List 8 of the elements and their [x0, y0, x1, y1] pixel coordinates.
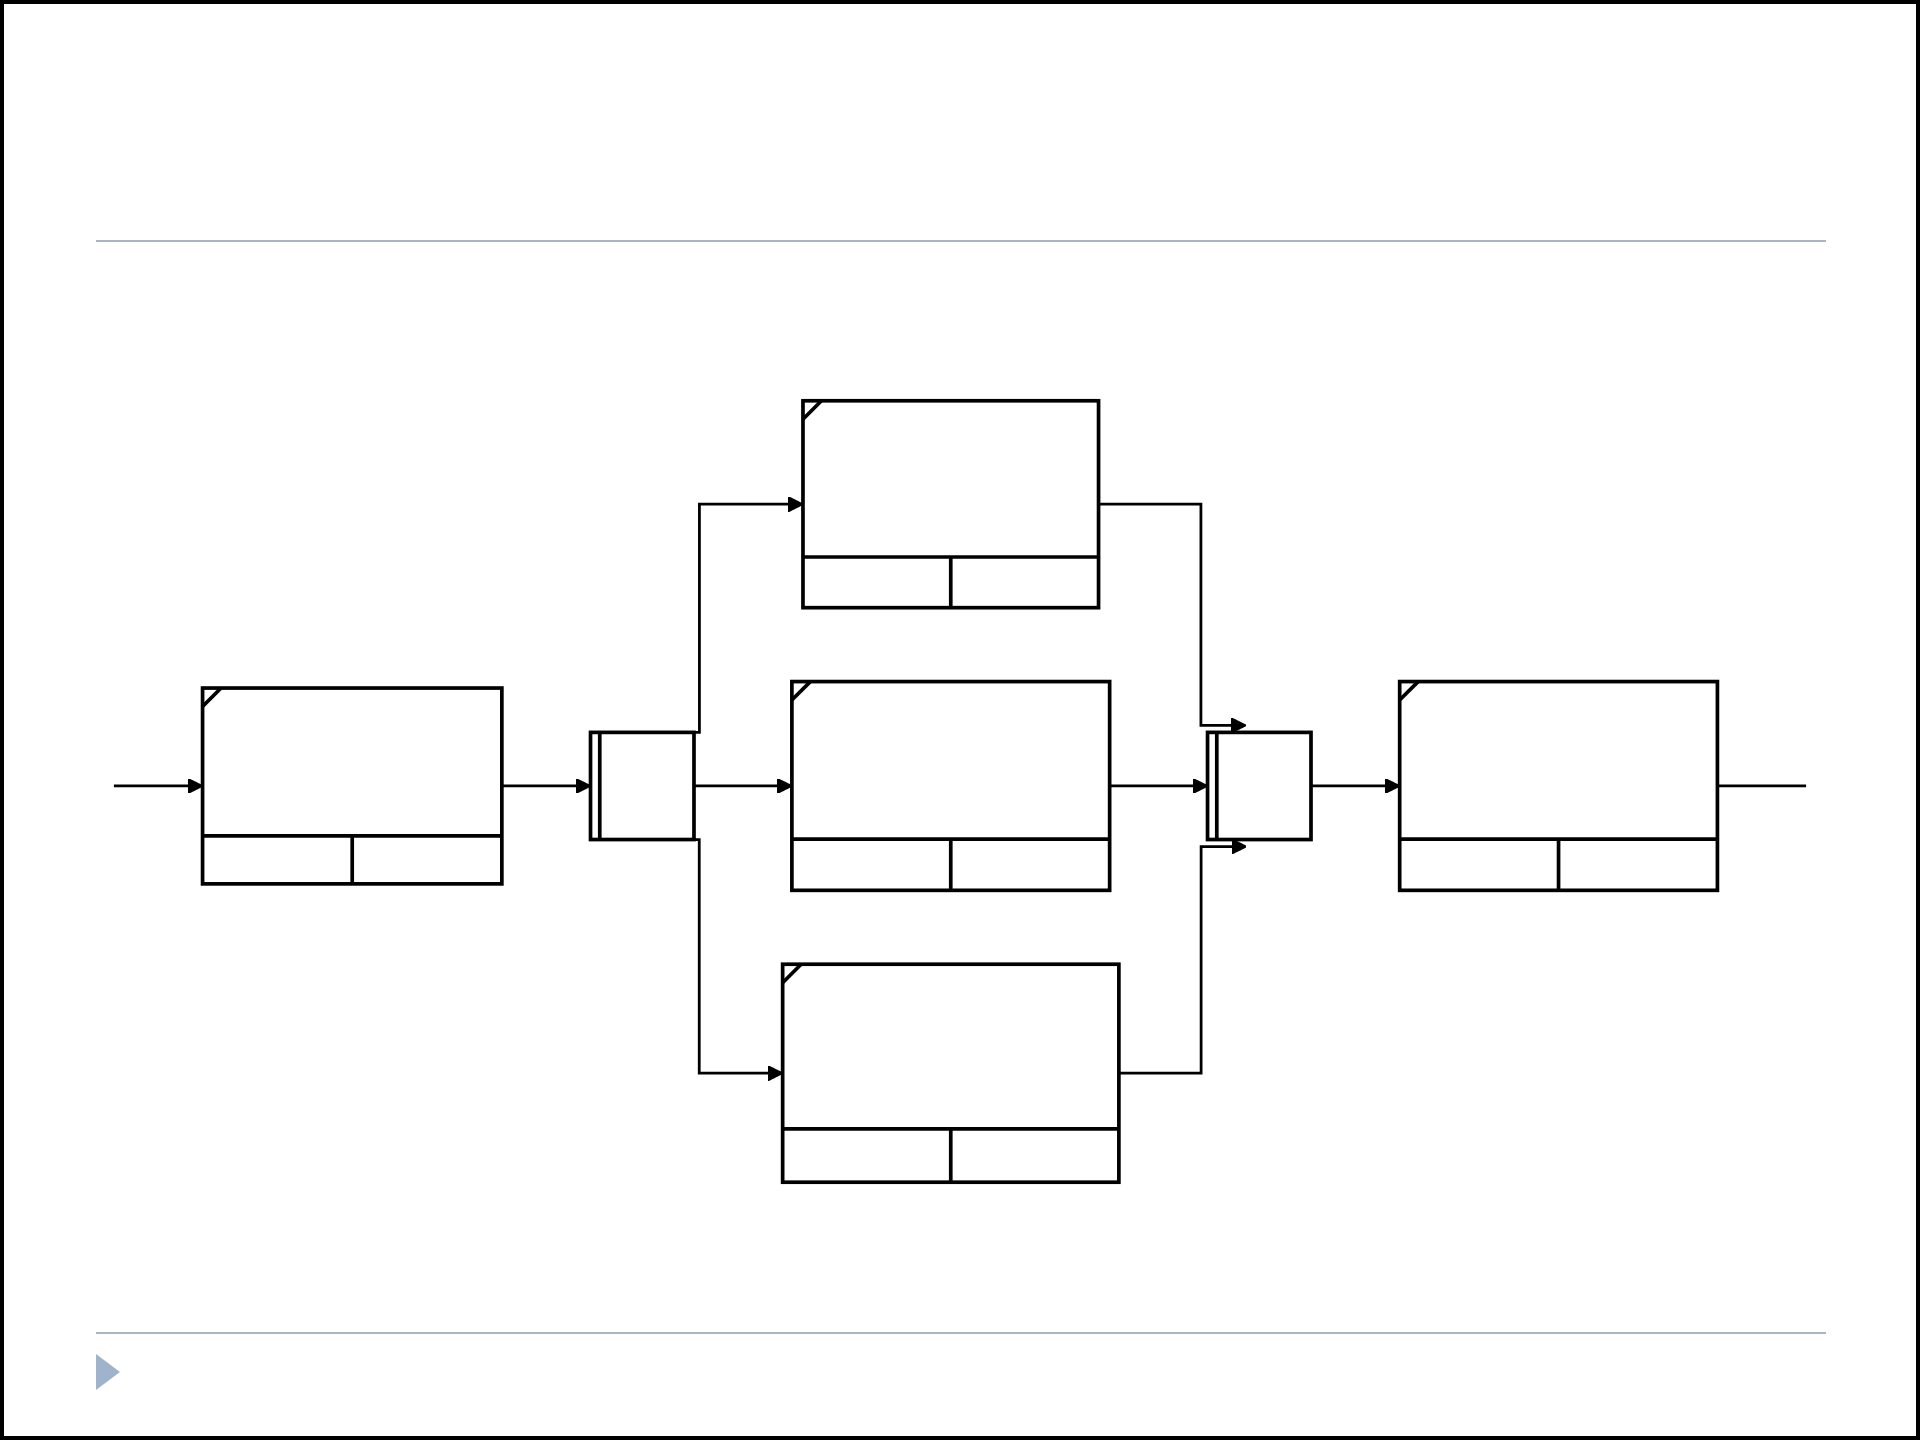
- arrow: [1311, 778, 1401, 795]
- arrow: [1109, 778, 1209, 795]
- arrow: [1118, 838, 1248, 1076]
- arrow: [501, 778, 592, 795]
- arrow: [694, 778, 793, 795]
- arrow: [1098, 503, 1247, 734]
- arrow: [113, 778, 204, 795]
- connector: [1717, 785, 1807, 788]
